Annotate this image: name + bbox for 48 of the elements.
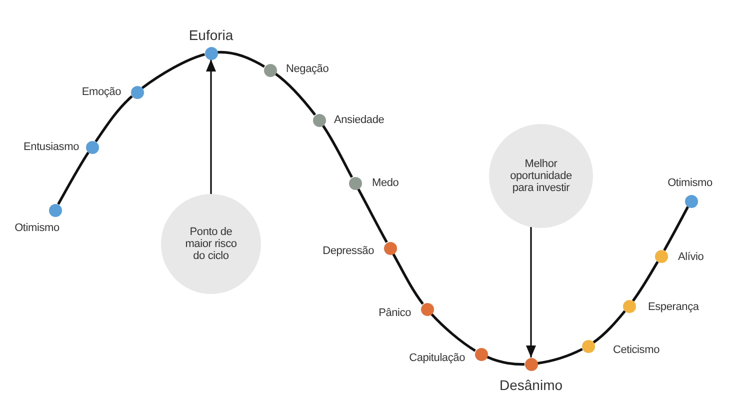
stage-label: Euforia (188, 27, 234, 43)
stage-dot (204, 46, 218, 60)
stage-label: Ansiedade (334, 114, 384, 126)
stage-dot (86, 140, 98, 154)
cycle-curve (274, 72, 316, 116)
stage-dot (420, 302, 434, 316)
stage-label: Desânimo (499, 377, 563, 393)
stage-dot (474, 348, 488, 360)
cycle-curve (592, 310, 626, 344)
stage-label: Esperança (648, 300, 699, 314)
stage-dot (622, 300, 636, 312)
stage-label: Alívio (678, 250, 704, 264)
cycle-curve (357, 188, 388, 243)
stage-dot (312, 114, 326, 126)
stage-dot (48, 204, 62, 216)
cycle-curve (218, 50, 265, 68)
cycle-curve (392, 253, 424, 305)
cycle-curve (322, 124, 353, 178)
stage-dot (582, 340, 594, 352)
stage-label: Ceticismo (613, 344, 660, 356)
stage-label: Pânico (378, 306, 411, 320)
stage-label: Medo (372, 176, 399, 190)
stage-dot (384, 242, 396, 254)
stage-dot (524, 358, 538, 370)
stage-label: Emoção (82, 86, 121, 98)
stage-label: Otimismo (668, 176, 712, 190)
cycle-curve (486, 356, 524, 366)
arrow (206, 60, 216, 194)
stage-dot (348, 176, 362, 190)
cycle-curve (663, 206, 690, 251)
stage-dot (684, 194, 698, 208)
cycle-curve (141, 53, 206, 90)
stage-dot (264, 64, 276, 76)
stage-label: Depressão (322, 244, 374, 258)
cycle-curve (537, 348, 583, 365)
stage-dot (130, 86, 144, 98)
info-circle: Melhor oportunidade para investir (489, 124, 593, 228)
stage-label: Capitulação (409, 352, 465, 364)
info-circle: Ponto de maior risco do ciclo (161, 194, 261, 294)
cycle-curve (430, 312, 476, 352)
cycle-curve (632, 261, 659, 302)
cycle-curve (94, 95, 133, 142)
stage-dot (654, 250, 668, 262)
stage-label: Entusiasmo (24, 140, 79, 154)
stage-label: Negação (286, 62, 329, 76)
cycle-curve (57, 152, 90, 205)
stage-label: Otimismo (14, 222, 60, 234)
arrow (526, 227, 536, 358)
